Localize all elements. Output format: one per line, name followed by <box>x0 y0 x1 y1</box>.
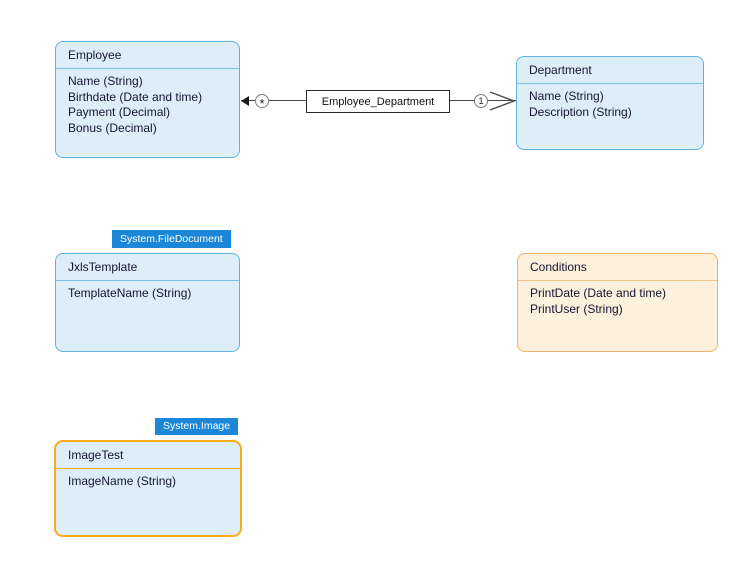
association-owner-arrow-icon <box>241 96 249 106</box>
attribute-row[interactable]: Payment (Decimal) <box>68 105 171 119</box>
generalization-badge-filedocument: System.FileDocument <box>112 230 231 248</box>
entity-jxlstemplate[interactable]: JxlsTemplate TemplateName (String) <box>55 253 240 352</box>
entity-conditions[interactable]: Conditions PrintDate (Date and time) Pri… <box>517 253 718 352</box>
entity-imagetest-title: ImageTest <box>56 442 240 469</box>
attribute-row[interactable]: Name (String) <box>68 74 143 88</box>
entity-imagetest[interactable]: ImageTest ImageName (String) <box>54 440 242 537</box>
attribute-row[interactable]: Birthdate (Date and time) <box>68 89 203 104</box>
one-multiplicity-icon[interactable]: 1 <box>474 94 488 108</box>
entity-imagetest-attributes: ImageName (String) <box>56 469 240 490</box>
entity-department[interactable]: Department Name (String) Description (St… <box>516 56 704 150</box>
attribute-row[interactable]: TemplateName (String) <box>68 286 192 300</box>
entity-employee[interactable]: Employee Name (String) Birthdate (Date a… <box>55 41 240 158</box>
attribute-row[interactable]: PrintDate (Date and time) <box>530 286 667 300</box>
attribute-row[interactable]: ImageName (String) <box>68 474 177 488</box>
entity-employee-attributes: Name (String) Birthdate (Date and time) … <box>56 69 239 136</box>
entity-jxlstemplate-title: JxlsTemplate <box>56 254 239 281</box>
entity-department-title: Department <box>517 57 703 84</box>
association-target-arrow-icon <box>489 91 516 111</box>
many-multiplicity-icon[interactable]: * <box>255 94 269 110</box>
attribute-row[interactable]: Name (String) <box>529 89 604 103</box>
entity-jxlstemplate-attributes: TemplateName (String) <box>56 281 239 302</box>
generalization-badge-image: System.Image <box>155 418 239 435</box>
entity-conditions-title: Conditions <box>518 254 717 281</box>
entity-department-attributes: Name (String) Description (String) <box>517 84 703 120</box>
attribute-row[interactable]: Description (String) <box>529 104 632 119</box>
association-label[interactable]: Employee_Department <box>306 90 450 113</box>
entity-employee-title: Employee <box>56 42 239 69</box>
attribute-row[interactable]: PrintUser (String) <box>530 301 623 316</box>
attribute-row[interactable]: Bonus (Decimal) <box>68 120 157 135</box>
entity-conditions-attributes: PrintDate (Date and time) PrintUser (Str… <box>518 281 717 317</box>
